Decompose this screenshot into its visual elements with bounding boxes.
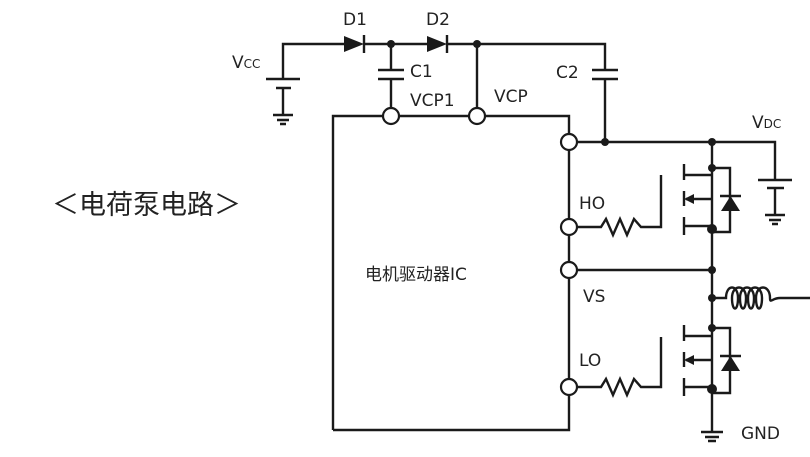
pin-vs [559,260,579,280]
vs-label: VS [583,287,605,307]
d2-label: D2 [426,10,450,30]
vcc-label: VCC [232,53,260,73]
lo-gate-resistor [577,337,663,398]
capacitor-c1 [378,44,404,108]
ic-label: 电机驱动器IC [365,265,467,285]
vcp1-label: VCP1 [410,91,455,111]
pin-lo [559,377,579,397]
diagram-title: ＜电荷泵电路＞ [52,190,241,221]
lo-label: LO [579,351,601,371]
low-side-mosfet [682,324,741,443]
pin-vcp [467,106,487,126]
ho-gate-resistor [577,175,663,238]
pin-ho [559,217,579,237]
c2-label: C2 [556,63,579,83]
vcp-label: VCP [494,87,528,107]
vcc-battery [266,42,344,126]
inductor [712,286,810,310]
ic-box [331,114,571,432]
capacitor-c2 [592,68,618,142]
gnd-label: GND [741,424,780,444]
pin-vdc [559,132,579,152]
d1-label: D1 [343,10,367,30]
diode-d1 [344,35,427,53]
vdc-battery [758,178,792,226]
ho-label: HO [579,194,605,214]
vdc-label: VDC [752,113,781,133]
high-side-mosfet [682,142,741,270]
pin-vcp1 [381,106,401,126]
diode-d2 [427,35,607,70]
c1-label: C1 [410,62,433,82]
